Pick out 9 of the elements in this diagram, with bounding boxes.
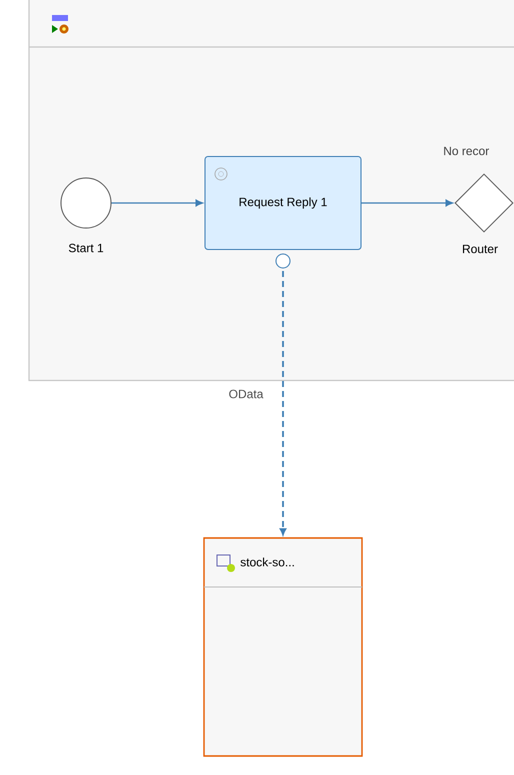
arrow xyxy=(112,200,203,206)
task-box: Request Reply 1 xyxy=(204,156,362,250)
arrow xyxy=(276,254,290,536)
node-label: Router xyxy=(462,244,498,254)
node-label: Start 1 xyxy=(68,244,104,252)
box-title: stock-so... xyxy=(240,558,294,566)
branch-label: No recor xyxy=(444,146,489,156)
edge-label: OData xyxy=(228,388,264,400)
arrow xyxy=(362,200,453,206)
